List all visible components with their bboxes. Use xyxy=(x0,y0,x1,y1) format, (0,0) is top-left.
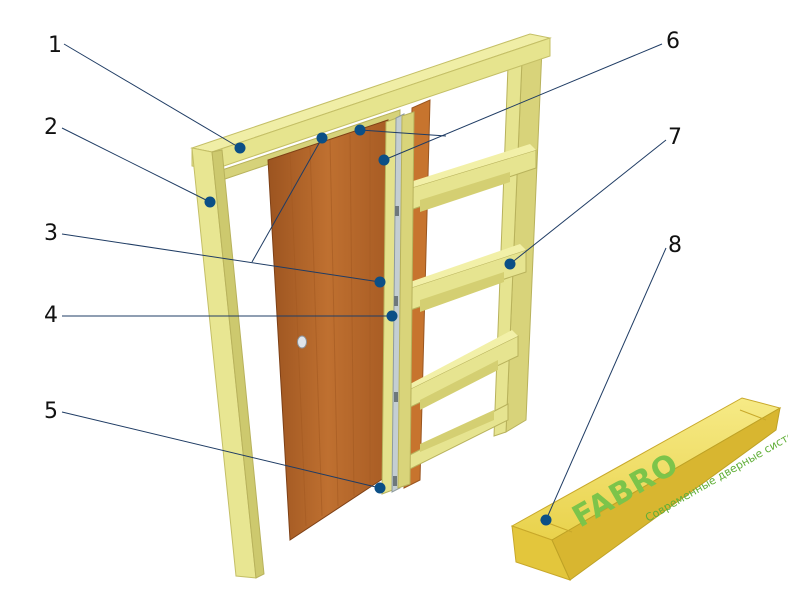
cassette-front-post xyxy=(397,111,415,489)
callout-label-2: 2 xyxy=(44,115,58,140)
callout-dot-3b xyxy=(316,132,328,144)
callout-labels: 1 2 3 4 5 6 7 8 xyxy=(44,29,682,424)
jamb-fasteners xyxy=(393,206,399,486)
callout-label-5: 5 xyxy=(44,399,58,424)
callout-dot-7 xyxy=(504,258,516,270)
callout-label-3: 3 xyxy=(44,221,58,246)
callout-line-8 xyxy=(545,247,667,521)
cassette-rail-1-top xyxy=(404,144,536,190)
callout-line-3 xyxy=(61,233,381,283)
callout-dot-8 xyxy=(540,514,552,526)
package-box: FABRO Современные дверные системы xyxy=(510,397,788,581)
cassette-window-strip-1 xyxy=(420,172,510,212)
cassette-rail-3-top xyxy=(404,330,518,392)
callout-dot-3 xyxy=(374,276,386,288)
callout-lines xyxy=(61,43,667,521)
cassette-window-strip-4 xyxy=(420,410,494,452)
callout-dots xyxy=(204,124,552,526)
callout-line-3b xyxy=(251,137,323,263)
callout-dot-2 xyxy=(204,196,216,208)
callout-dot-5 xyxy=(374,482,386,494)
callout-line-6b xyxy=(359,129,447,137)
callout-label-6: 6 xyxy=(666,29,680,54)
callout-line-6 xyxy=(383,43,663,161)
cassette-frame xyxy=(403,47,543,489)
door-leaf xyxy=(267,119,389,541)
cassette-rail-2-top xyxy=(404,244,526,290)
cassette-window-strip-3 xyxy=(420,360,498,410)
cassette-window-strip-2 xyxy=(420,272,504,312)
callout-dot-1 xyxy=(234,142,246,154)
callout-label-1: 1 xyxy=(48,33,62,58)
callout-line-1 xyxy=(63,43,241,149)
left-post-side xyxy=(211,149,265,579)
callout-line-5 xyxy=(61,411,381,489)
callout-label-4: 4 xyxy=(44,303,58,328)
callout-dot-4 xyxy=(386,310,398,322)
left-post xyxy=(191,147,265,579)
callout-label-8: 8 xyxy=(668,233,682,258)
callout-label-7: 7 xyxy=(668,125,682,150)
box-side xyxy=(551,407,781,581)
box-seam-right xyxy=(739,409,767,421)
callout-line-2 xyxy=(61,127,211,203)
callout-dot-6b xyxy=(354,124,366,136)
door-handle-icon xyxy=(297,335,307,349)
callout-dot-6 xyxy=(378,154,390,166)
callout-line-7 xyxy=(509,139,667,265)
